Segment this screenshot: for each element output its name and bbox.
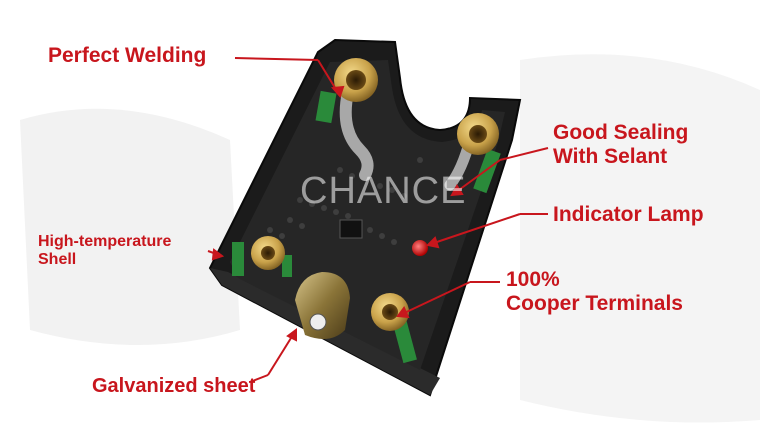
label-copper-terminals: 100% Cooper Terminals bbox=[506, 268, 683, 316]
mounting-hole bbox=[309, 313, 327, 331]
indicator-led bbox=[412, 240, 428, 256]
label-high-temperature-shell: High-temperature Shell bbox=[38, 233, 171, 270]
terminal-bottom-right bbox=[371, 293, 409, 331]
pcb-green-edge bbox=[473, 148, 501, 194]
resin-surface bbox=[230, 60, 505, 370]
label-galvanized-sheet: Galvanized sheet bbox=[92, 375, 255, 398]
pcb-green-edge bbox=[315, 90, 337, 124]
pcb-dots bbox=[267, 157, 423, 245]
label-perfect-welding-text: Perfect Welding bbox=[48, 44, 207, 67]
leader-lines bbox=[207, 57, 549, 383]
galvanized-sheet bbox=[295, 272, 350, 339]
label-good-sealing: Good Sealing With Selant bbox=[553, 121, 688, 169]
pcb-green-edge bbox=[282, 255, 292, 277]
welded-lead bbox=[339, 86, 374, 181]
pcb-green-edge bbox=[393, 320, 417, 364]
label-copper-line2: Cooper Terminals bbox=[506, 292, 683, 316]
label-good-sealing-line1: Good Sealing bbox=[553, 121, 689, 144]
label-indicator-lamp-text: Indicator Lamp bbox=[553, 203, 704, 226]
label-shell-line2: Shell bbox=[38, 251, 77, 269]
terminal-top-right bbox=[457, 113, 499, 155]
terminal-top-left bbox=[334, 58, 378, 102]
pcb-green-edge bbox=[232, 242, 244, 276]
label-galvanized-sheet-text: Galvanized sheet bbox=[92, 375, 256, 397]
watermark-text: CHANCE bbox=[300, 170, 467, 212]
background-blob bbox=[20, 108, 240, 345]
label-copper-line1: 100% bbox=[506, 268, 560, 291]
terminal-bottom-left bbox=[251, 236, 285, 270]
label-shell-line1: High-temperature bbox=[38, 233, 172, 250]
label-perfect-welding: Perfect Welding bbox=[48, 44, 206, 68]
label-good-sealing-line2: With Selant bbox=[553, 145, 668, 169]
ic-chip bbox=[339, 219, 363, 239]
background-blob bbox=[520, 54, 760, 423]
label-indicator-lamp: Indicator Lamp bbox=[553, 203, 704, 227]
